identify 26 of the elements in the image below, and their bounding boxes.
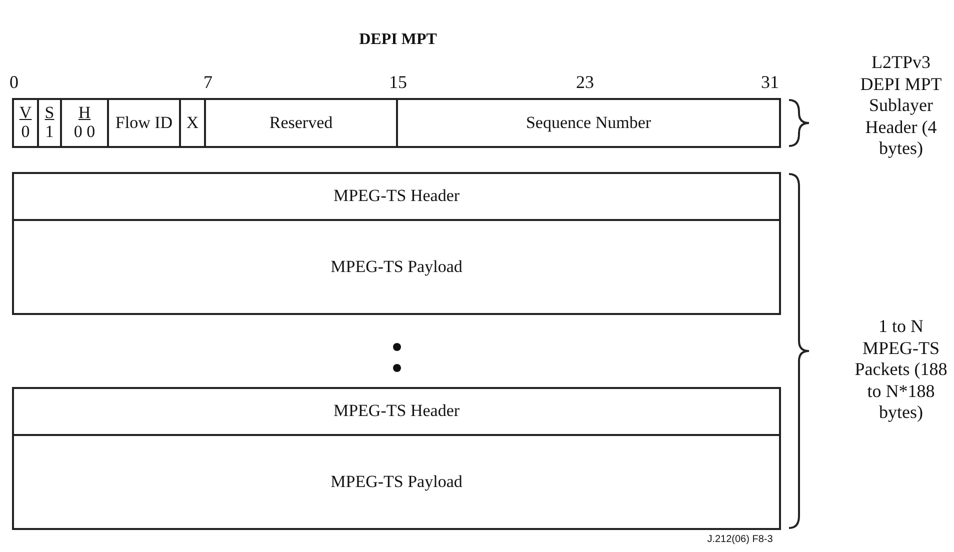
bit-field: Reserved: [204, 98, 398, 148]
bit-field: [60, 98, 109, 148]
bit-field: Flow ID: [107, 98, 181, 148]
field-name: V: [19, 104, 32, 123]
header-field: MPEG-TS Header: [12, 172, 781, 221]
bit-field: [12, 98, 39, 148]
field-name: H: [78, 104, 91, 123]
bit-number: 0: [8, 72, 20, 94]
bit-field: X: [179, 98, 206, 148]
bit-field: Sequence Number: [396, 98, 781, 148]
bit-field: [37, 98, 62, 148]
field-value: 0: [21, 123, 30, 142]
header-field: MPEG-TS Header: [12, 387, 781, 436]
bit-number: 31: [760, 72, 780, 94]
bit-number: 23: [575, 72, 595, 94]
side-note: 1 to N MPEG-TS Packets (188 to N*188 bytes): [854, 316, 948, 424]
bit-number: 7: [202, 72, 214, 94]
field-name: S: [44, 104, 54, 123]
side-note: L2TPv3 DEPI MPT Sublayer Header (4 bytes): [859, 52, 943, 160]
payload-field: MPEG-TS Payload: [12, 219, 781, 315]
field-value: 0 0: [74, 123, 96, 142]
bit-number: 15: [388, 72, 408, 94]
payload-field: MPEG-TS Payload: [12, 434, 781, 530]
field-value: 1: [45, 123, 54, 142]
figure-id: J.212(06) F8-3: [706, 534, 774, 546]
diagram-title: DEPI MPT: [358, 30, 438, 50]
